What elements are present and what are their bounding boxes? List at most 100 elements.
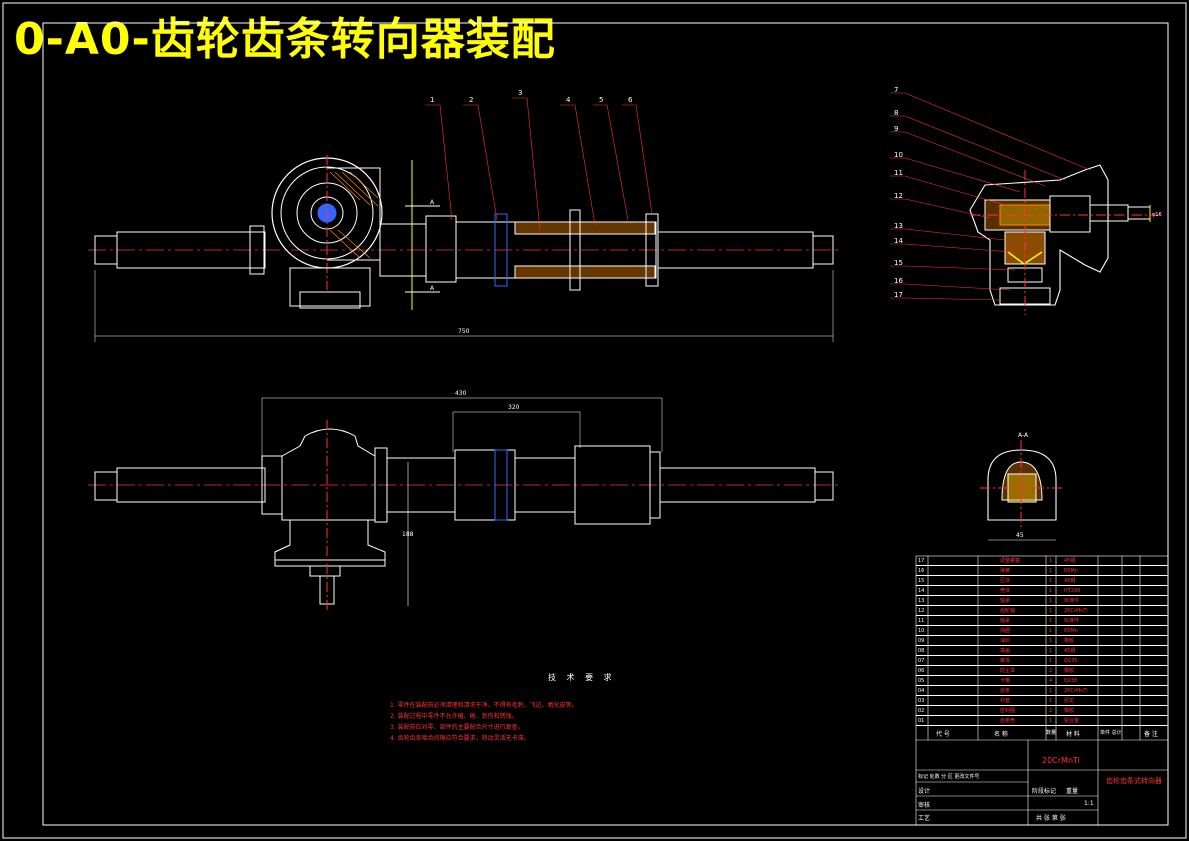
bom-cell-no: 04 [918,688,925,694]
tb-scale-val: 1:1 [1084,800,1094,807]
tb-stage: 阶段标记 [1032,788,1057,795]
part-number: 12 [894,192,903,200]
tech-req-item: 3. 装配前应对零、部件的主要配合尺寸进行复查。 [390,724,524,731]
bom-cell-mat: HT200 [1064,588,1081,594]
bom-cell-mat: 铝合金 [1064,718,1080,724]
dim-section-width: 45 [1016,532,1024,539]
tb-sheets: 共 张 第 张 [1036,815,1066,822]
leaders-right [890,92,1091,301]
bom-cell-mat: 尼龙 [1064,698,1075,704]
part-number: 6 [628,96,633,104]
bom-cell-no: 05 [918,678,925,684]
bom-cell-no: 07 [918,658,925,664]
dim-mid-length: 430 [455,390,467,397]
bom-cell-no: 17 [918,558,925,564]
tb-material: 20CrMnTi [1042,756,1080,765]
part-number: 17 [894,291,903,299]
bom-header-code: 代 号 [936,731,950,738]
tech-req-item: 2. 装配过程中零件不允许磕、碰、划伤和锈蚀。 [390,713,518,720]
bom-cell-mat: 65Mn [1064,628,1078,634]
bom-cell-name: 油封 [1000,638,1011,644]
part-number: 14 [894,237,903,245]
part-number: 9 [894,125,899,133]
bom-header-mat: 材 料 [1066,731,1080,738]
aa-label: A-A [1018,432,1029,439]
tech-req-item: 4. 齿轮齿条啮合间隙应符合要求，转动灵活无卡滞。 [390,735,530,742]
part-number: 8 [894,109,899,117]
bom-cell-qty: 1 [1049,718,1053,724]
bom-cell-qty: 1 [1049,558,1053,564]
bom-cell-no: 15 [918,578,925,584]
tech-req-list: 1. 零件在装配前必须清理和清洗干净，不得有毛刺、飞边、氧化皮等。 2. 装配过… [390,700,578,744]
front-view: A A 750 [88,155,840,342]
dim-overall-length: 750 [458,328,470,335]
bom-cell-no: 02 [918,708,925,714]
part-number: 4 [566,96,571,104]
title-block: 20CrMnTi 齿轮齿条式转向器 标记 处数 分 区 更改文件号 设计 审核 … [916,740,1168,825]
bom-cell-name: 端盖 [1000,648,1011,654]
bom-cell-qty: 2 [1049,668,1053,674]
bom-cell-no: 11 [918,618,925,624]
bom-cell-qty: 1 [1049,568,1053,574]
bom-cell-name: 衬套 [1000,698,1011,704]
bom-cell-mat: Q235 [1064,658,1078,664]
bom-cell-qty: 1 [1049,628,1053,634]
bom-cell-qty: 1 [1049,688,1053,694]
part-number: 16 [894,277,903,285]
bom-cell-name: 弹簧 [1000,568,1011,574]
dim-tube-length: 320 [508,404,520,411]
bom-cell-no: 08 [918,648,925,654]
bom-cell-mat: 45钢 [1064,558,1076,564]
bom-header-note: 备 注 [1144,731,1158,738]
part-number: 5 [599,96,604,104]
bom-cell-name: 卡箍 [1000,678,1011,684]
bom-cell-name: 密封圈 [1000,708,1016,714]
part-number: 10 [894,151,903,159]
bom-cell-mat: 橡胶 [1064,668,1075,674]
bom-cell-mat: 标准件 [1064,598,1080,604]
bom-cell-name: 防尘罩 [1000,668,1016,674]
bom-cell-mat: Q235 [1064,678,1078,684]
plan-view: 430 320 188 [88,390,840,612]
bom-cell-mat: 标准件 [1064,618,1080,624]
bom-cell-qty: 4 [1049,678,1053,684]
bom-cell-no: 12 [918,608,925,614]
inner-border [42,22,1169,826]
bom-cell-no: 10 [918,628,925,634]
bom-header-weight: 单件 总计 [1100,730,1122,736]
drawing-title: 0-A0-齿轮齿条转向器装配 [14,14,556,65]
part-number: 13 [894,222,903,230]
tb-row: 审核 [918,802,931,809]
section-a-top: A [430,199,435,206]
bom-cell-qty: 1 [1049,608,1053,614]
bom-cell-name: 齿条 [1000,688,1011,694]
tb-drawing-name: 齿轮齿条式转向器 [1106,777,1162,785]
bom-cell-mat: 65Mn [1064,568,1078,574]
bom-cell-mat: 橡胶 [1064,638,1075,644]
bom-cell-mat: 橡胶 [1064,708,1075,714]
bom-cell-name: 压块 [1000,578,1011,584]
bom-cell-name: 挡圈 [1000,628,1011,634]
part-number: 3 [518,89,523,97]
bom-cell-qty: 1 [1049,648,1053,654]
bom-cell-no: 03 [918,698,925,704]
bom-cell-qty: 1 [1049,618,1053,624]
bom-row: 05 卡箍 4 Q235 [916,676,1168,686]
bom-cell-qty: 1 [1049,578,1053,584]
aa-section: A-A 45 [980,432,1064,541]
bom-cell-no: 14 [918,588,925,594]
bom-cell-no: 01 [918,718,925,724]
bom-header: 代 号 名 称 数量 材 料 单件 总计 备 注 [916,726,1168,740]
tb-weight: 重量 [1066,788,1079,795]
